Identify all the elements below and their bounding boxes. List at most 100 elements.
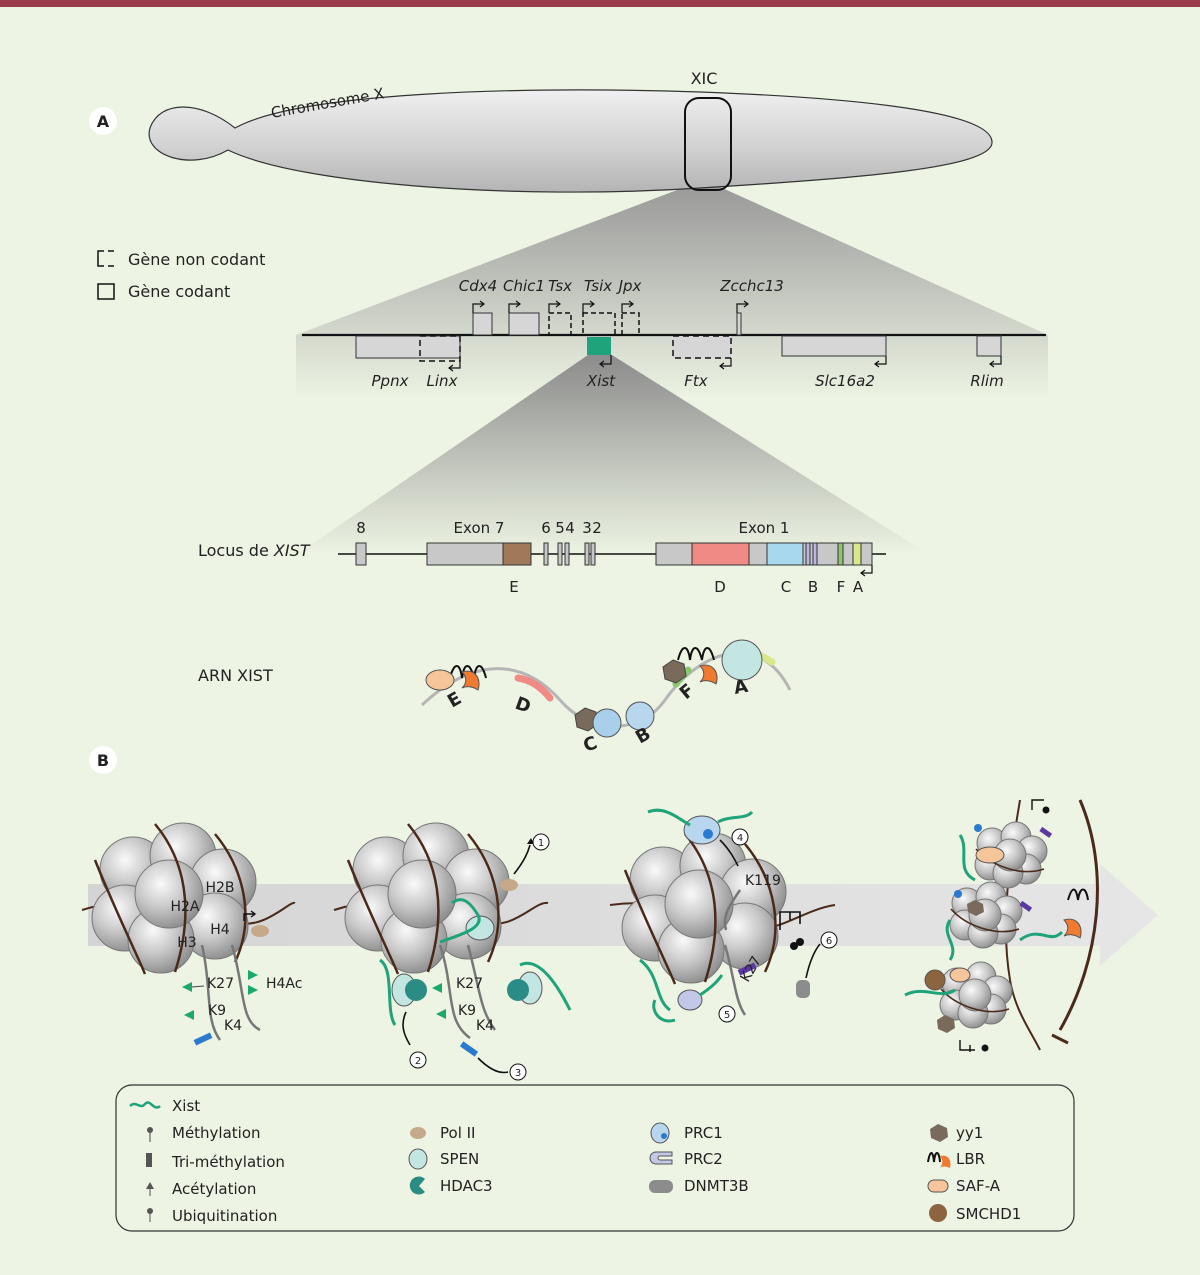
hdac3-icon [405, 979, 427, 1001]
histone-tail [723, 889, 742, 931]
gene-label-zcchc13: Zcchc13 [719, 277, 784, 295]
step-4-badge [731, 828, 749, 846]
tss-arrow-icon [736, 300, 749, 313]
methylation-icon [459, 1041, 479, 1057]
exon-3 [584, 542, 590, 566]
methylation-icon [981, 1044, 989, 1052]
gene-label-rlim: Rlim [970, 372, 1003, 390]
histone-tail [466, 944, 497, 1031]
gene-label-ftx: Ftx [684, 372, 708, 390]
mark-k9-label: K9 [208, 1003, 226, 1019]
yy1-icon [662, 659, 687, 684]
tss-arrow-icon [472, 300, 485, 313]
repeat-f-region [837, 542, 844, 566]
lbr-icon [927, 1152, 941, 1163]
coding-icon [97, 283, 115, 300]
rna-label-e: E [444, 688, 465, 712]
gene-type-legend: Gène non codant Gène codant [97, 250, 265, 301]
prc1-icon [650, 1122, 670, 1144]
methylation-icon [1042, 806, 1050, 814]
dnmt3b-icon [649, 1180, 673, 1193]
panel-b: B H2B H2A H3 H4 K27 H4Ac K9 K4 [81, 746, 1158, 1081]
tss-arrow-icon [874, 356, 887, 368]
saf-a-icon [975, 846, 1005, 864]
smchd1-icon [929, 1204, 947, 1222]
lbr-icon [1067, 888, 1089, 901]
slc16a2-gene [781, 335, 887, 357]
legend-ubiquitination-label: Ubiquitination [172, 1207, 277, 1225]
legend-dnmt3b-label: DNMT3B [684, 1177, 749, 1195]
legend-methylation-label: Méthylation [172, 1124, 261, 1142]
tss-arrow-icon [448, 361, 461, 372]
methylation-icon [796, 938, 804, 946]
legend-noncoding-label: Gène non codant [128, 250, 265, 269]
legend-pol2-label: Pol II [440, 1124, 475, 1142]
xist-rna-strand [639, 958, 724, 1012]
repeat-a-label: A [853, 578, 864, 596]
prc1-icon [625, 701, 655, 731]
legend-lbr-label: LBR [956, 1150, 985, 1168]
tss-arrow-icon [860, 565, 873, 577]
legend-prc1-label: PRC1 [684, 1124, 723, 1142]
gene-promoter [1031, 799, 1044, 810]
mark-stem [191, 985, 205, 988]
xist-rna-strand [945, 919, 955, 961]
stage-2: 1 K27 K9 K4 2 3 [333, 821, 572, 1081]
mark-k27-label: K27 [456, 976, 483, 992]
step-3-badge [509, 1063, 527, 1081]
hdac3-icon [409, 1176, 425, 1195]
mark-h4ac-label: H4Ac [266, 976, 302, 992]
gene-label-jpx: Jpx [616, 277, 642, 295]
mark-k27-label: K27 [207, 976, 234, 992]
step-4-label: 4 [737, 833, 743, 844]
acetylation-icon [146, 1182, 154, 1189]
stage-1: H2B H2A H3 H4 K27 H4Ac K9 K4 [81, 821, 302, 1046]
xic-box [684, 97, 732, 191]
exon-7-label: Exon 7 [454, 519, 505, 537]
arrowhead-icon [527, 838, 534, 844]
trimethylation-icon [1019, 900, 1033, 912]
repeat-b-region [812, 542, 818, 566]
mark-k4-label: K4 [476, 1018, 494, 1034]
spen-icon [721, 639, 763, 681]
rna-label: ARN XIST [198, 666, 273, 685]
repeat-a-region [852, 542, 862, 566]
xist-gene [587, 337, 611, 355]
ppnx-gene [355, 335, 461, 359]
release-arrow [402, 1011, 411, 1046]
gene-label-ppnx: Ppnx [372, 372, 409, 390]
lbr-hook-icon [1063, 918, 1082, 939]
panel-b-badge [89, 746, 117, 774]
mark-k119-label: K119 [745, 873, 781, 889]
xist-rna-strand [652, 999, 676, 1023]
chic1-gene [508, 312, 540, 336]
xist-rna: ARN XIST E D C B F A [198, 639, 792, 757]
tss-arrow-icon [621, 300, 634, 313]
xist-rna-strand [958, 834, 976, 882]
rlim-gene [976, 335, 1002, 357]
yy1-icon [967, 900, 984, 916]
release-arrow [513, 844, 531, 875]
lbr-hook-icon [461, 670, 480, 691]
legend-hdac3-label: HDAC3 [440, 1177, 493, 1195]
pol2-icon [500, 879, 518, 891]
pol2-icon [251, 925, 269, 937]
gene-label-cdx4: Cdx4 [459, 277, 497, 295]
noncoding-icon [97, 250, 114, 267]
exon-6-label: 6 [541, 519, 551, 537]
xist-icon [129, 1101, 161, 1109]
xist-rna-strand [1019, 930, 1064, 942]
step-1-label: 1 [538, 838, 544, 849]
legend-box: Xist Méthylation Tri-méthylation Acétyla… [115, 1084, 1075, 1232]
exon-1-label: Exon 1 [739, 519, 790, 537]
trimethylation-icon [1039, 826, 1053, 838]
gene-label-chic1: Chic1 [503, 277, 545, 295]
exon-4 [564, 542, 570, 566]
mark-k4-label: K4 [224, 1018, 242, 1034]
legend-acetylation-label: Acétylation [172, 1180, 256, 1198]
zcchc13-gene [736, 312, 742, 336]
rna-label-c: C [581, 732, 601, 756]
stage-3: 4 K119 K27 5 6 [609, 808, 838, 1023]
gene-label-linx: Linx [427, 372, 458, 390]
locus-label-prefix: Locus de [198, 541, 274, 560]
